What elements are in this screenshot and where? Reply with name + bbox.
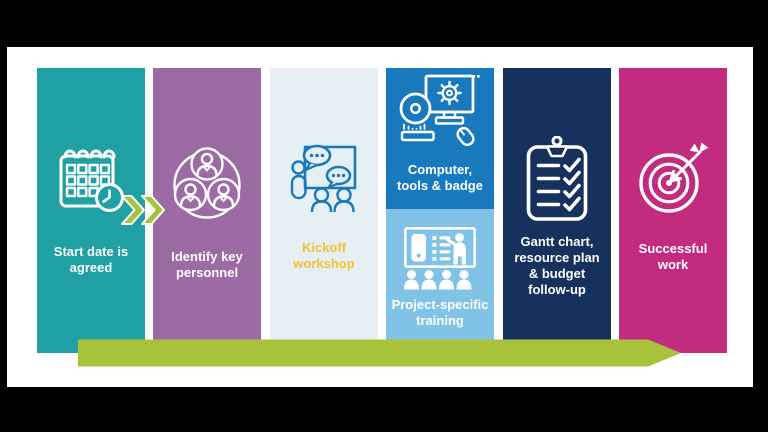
step-label: Gantt chart, resource plan & budget foll… — [514, 234, 600, 297]
people-group-icon — [173, 147, 241, 219]
step-successful-work: Successful work — [619, 68, 727, 353]
step-project-specific-training: Project-specific training — [386, 209, 494, 353]
step-label: Successful work — [638, 241, 708, 272]
step-label: Project-specific training — [391, 297, 489, 328]
step-label: Computer, tools & badge — [397, 162, 483, 193]
step-label: Kickoff workshop — [293, 240, 355, 271]
workshop-meeting-icon — [290, 144, 357, 212]
double-chevron-icon — [121, 195, 165, 225]
step-identify-key-personnel: Identify key personnel — [153, 68, 261, 353]
step-start-date: Start date is agreed — [37, 68, 145, 353]
step-equipment-and-training: Computer, tools & badge — [386, 68, 494, 353]
target-arrow-icon — [639, 142, 709, 213]
step-label: Identify key personnel — [171, 249, 243, 280]
step-computer-tools-badge: Computer, tools & badge — [386, 68, 494, 209]
step-label: Start date is agreed — [53, 244, 129, 275]
calendar-clock-icon — [59, 149, 124, 212]
step-kickoff-workshop: Kickoff workshop — [270, 68, 378, 353]
checklist-clipboard-icon — [526, 136, 588, 221]
step-gantt-resource-budget: Gantt chart, resource plan & budget foll… — [503, 68, 611, 353]
slide-background: Start date is agreed — [7, 47, 753, 387]
training-presentation-icon — [403, 226, 477, 290]
computer-tools-icon — [399, 74, 480, 147]
